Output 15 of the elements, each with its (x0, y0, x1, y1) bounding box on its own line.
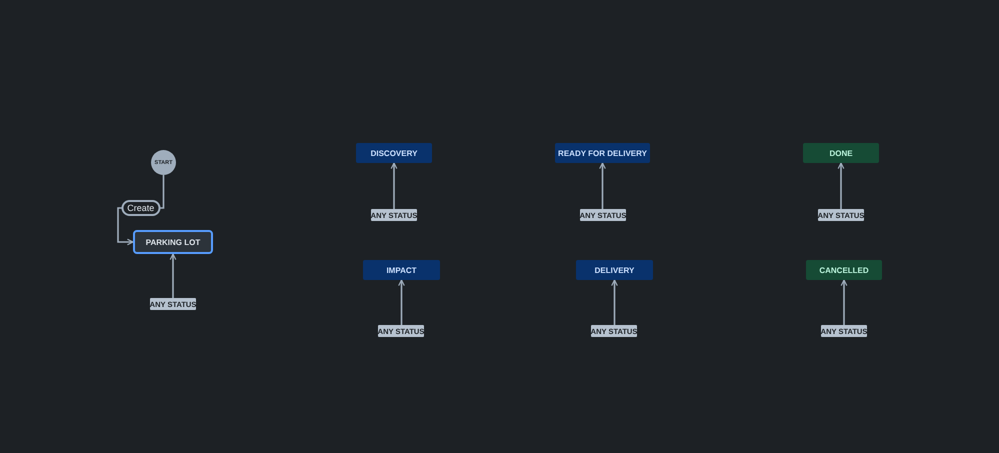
status-box: CANCELLED (806, 260, 882, 280)
status-box: READY FOR DELIVERY (555, 143, 650, 163)
transition-arrow (170, 253, 176, 298)
status-box: DELIVERY (576, 260, 653, 280)
transition-arrow (390, 162, 398, 209)
status-box: DISCOVERY (356, 143, 432, 163)
transition-arrow (398, 279, 405, 325)
transition-label: Create (121, 200, 160, 216)
transition-arrow (838, 162, 844, 209)
transition-arrow (840, 279, 848, 325)
transition-arrow (611, 279, 618, 325)
status-box: DONE (803, 143, 879, 163)
transition-arrow (599, 162, 606, 209)
status-box: IMPACT (363, 260, 440, 280)
status-box: PARKING LOT (133, 230, 213, 254)
